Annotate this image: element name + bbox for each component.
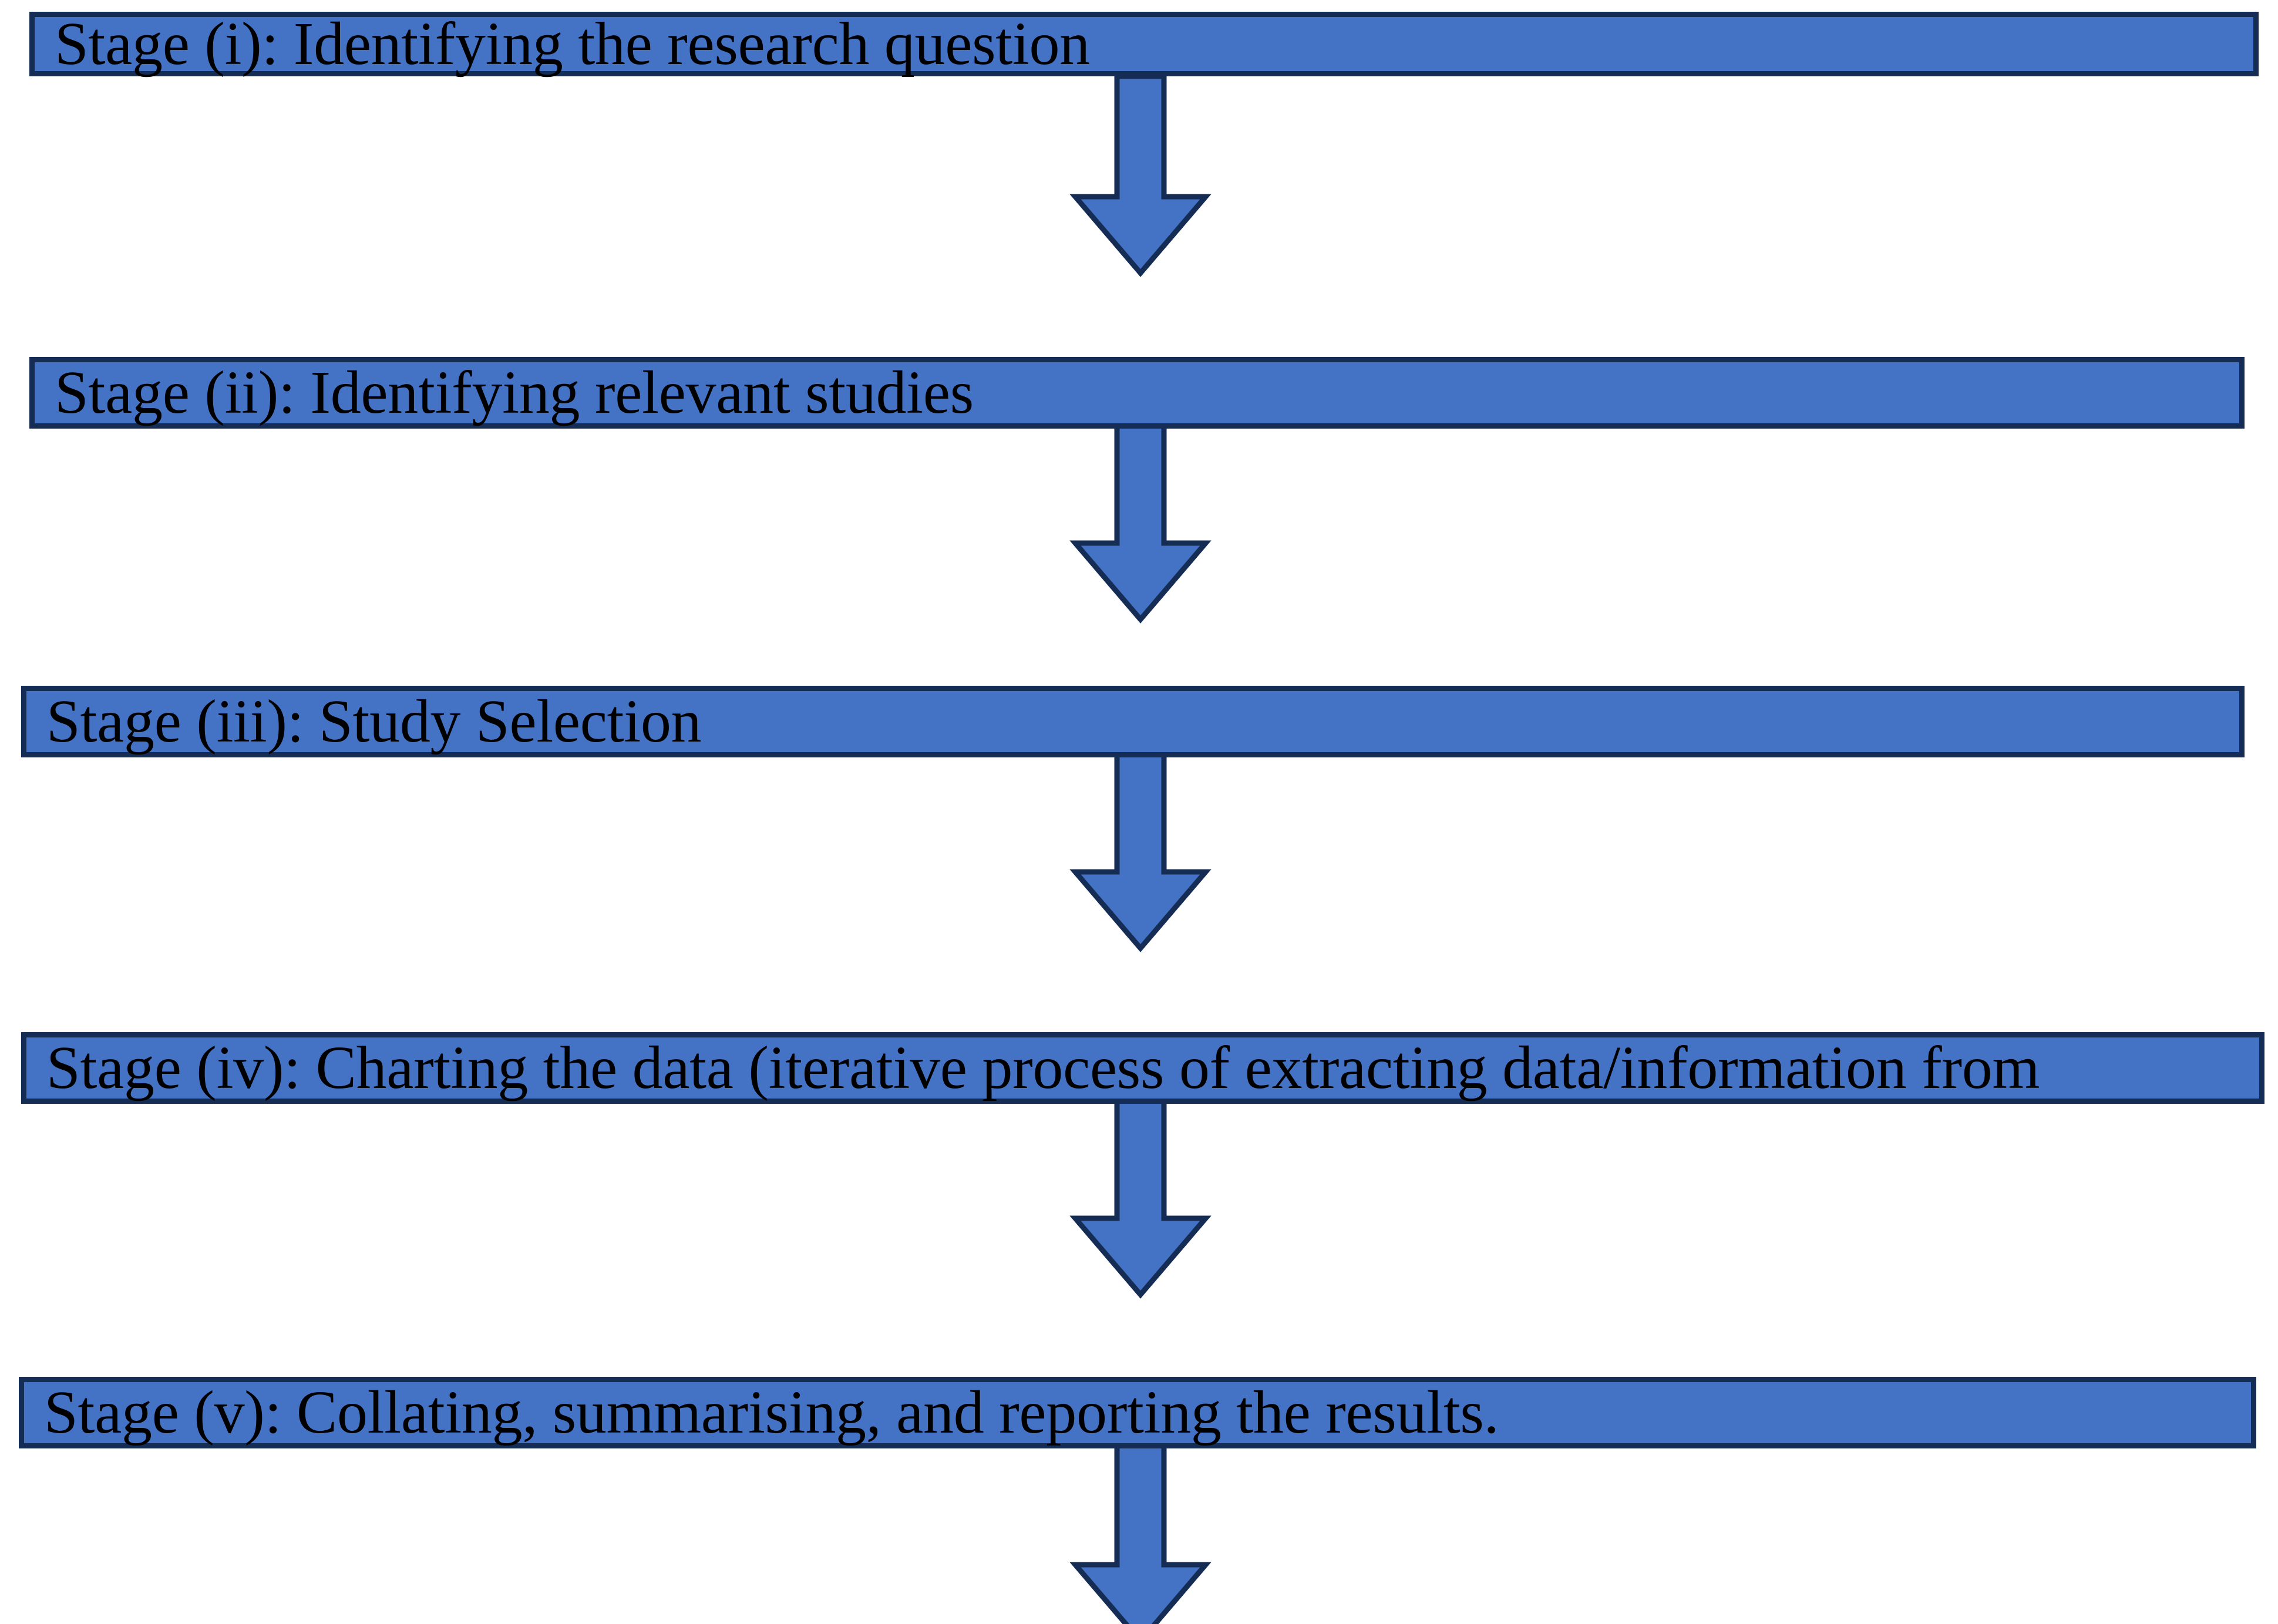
stage-box-2[interactable]: Stage (ii): Identifying relevant studies	[29, 357, 2245, 429]
connector-arrow-3	[1068, 749, 1213, 957]
stage-box-5[interactable]: Stage (v): Collating, summarising, and r…	[19, 1377, 2256, 1448]
stage-box-3-label: Stage (iii): Study Selection	[46, 688, 702, 756]
stage-box-5-label: Stage (v): Collating, summarising, and r…	[44, 1379, 1499, 1447]
down-arrow-icon	[1069, 1095, 1212, 1299]
stage-box-3[interactable]: Stage (iii): Study Selection	[21, 686, 2245, 757]
connector-arrow-2	[1068, 420, 1213, 628]
stage-box-2-label: Stage (ii): Identifying relevant studies	[55, 359, 974, 427]
stage-box-1-label: Stage (i): Identifying the research ques…	[55, 10, 1090, 78]
down-arrow-icon	[1069, 749, 1212, 952]
connector-arrow-1	[1068, 73, 1213, 282]
down-arrow-icon	[1069, 420, 1212, 624]
stage-box-1[interactable]: Stage (i): Identifying the research ques…	[29, 12, 2259, 76]
connector-arrow-4	[1068, 1095, 1213, 1303]
connector-arrow-5	[1068, 1441, 1213, 1624]
down-arrow-icon	[1069, 1441, 1212, 1624]
stage-box-4-label: Stage (iv): Charting the data (iterative…	[46, 1034, 2040, 1102]
stage-box-4[interactable]: Stage (iv): Charting the data (iterative…	[21, 1032, 2264, 1104]
down-arrow-icon	[1069, 73, 1212, 277]
